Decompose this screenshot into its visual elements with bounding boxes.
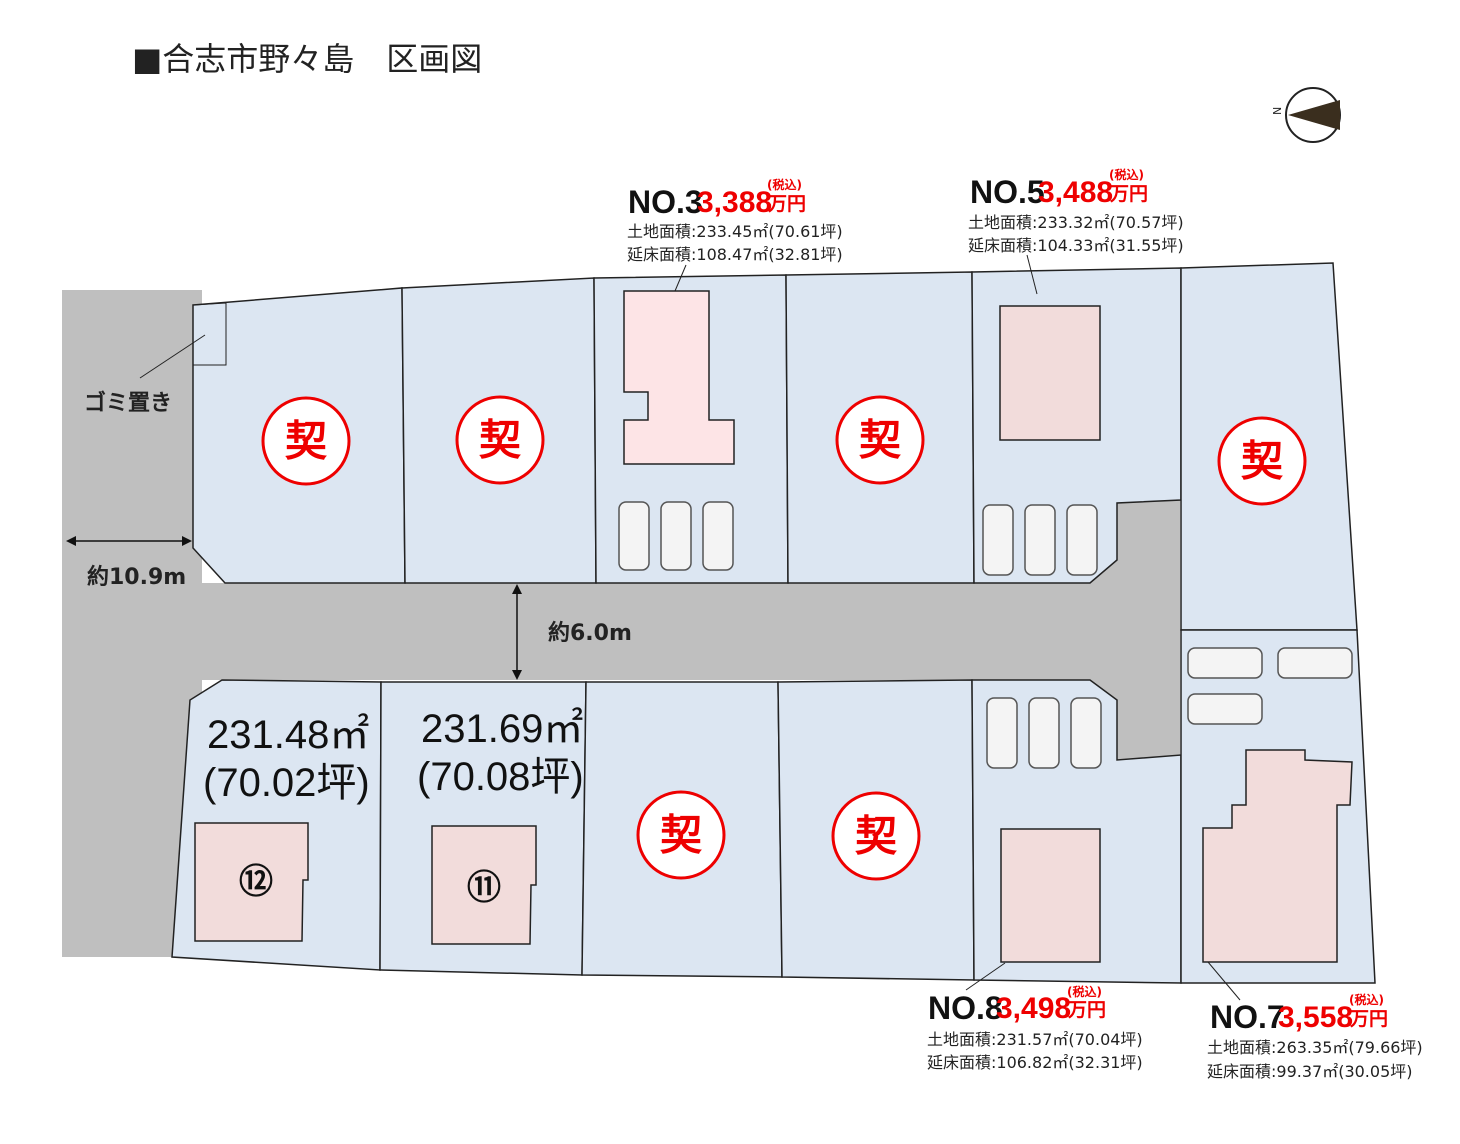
svg-text:(税込): (税込) [1109, 167, 1144, 182]
contract-mark: 契 [831, 791, 921, 881]
lot-11-tsubo: (70.08坪) [417, 755, 584, 799]
contract-mark: 契 [455, 395, 545, 485]
svg-text:NO.7: NO.7 [1210, 999, 1285, 1035]
garbage-leader [139, 334, 206, 379]
svg-text:契: 契 [1241, 437, 1283, 486]
listing-no5: NO.5 3,488 万円 (税込) 土地面積:233.32㎡(70.57坪) … [968, 167, 1184, 255]
svg-text:土地面積:263.35㎡(79.66坪): 土地面積:263.35㎡(79.66坪) [1207, 1038, 1423, 1057]
house-no3 [623, 290, 735, 465]
svg-text:万円: 万円 [1109, 183, 1148, 205]
svg-text:NO.5: NO.5 [970, 174, 1045, 210]
compass-icon: N [1271, 87, 1341, 143]
svg-text:土地面積:233.45㎡(70.61坪): 土地面積:233.45㎡(70.61坪) [627, 222, 843, 241]
svg-text:3,498: 3,498 [996, 992, 1071, 1025]
main-road [190, 500, 1180, 760]
car-icons [618, 501, 1353, 769]
contract-mark: 契 [261, 396, 351, 486]
svg-text:土地面積:231.57㎡(70.04坪): 土地面積:231.57㎡(70.04坪) [927, 1030, 1143, 1049]
svg-text:契: 契 [660, 811, 702, 860]
svg-text:3,558: 3,558 [1278, 1001, 1353, 1034]
svg-text:契: 契 [855, 812, 897, 861]
svg-text:土地面積:233.32㎡(70.57坪): 土地面積:233.32㎡(70.57坪) [968, 213, 1184, 232]
house-no8 [1000, 828, 1101, 963]
svg-text:延床面積:106.82㎡(32.31坪): 延床面積:106.82㎡(32.31坪) [927, 1053, 1143, 1072]
left-road [62, 290, 202, 957]
svg-text:(税込): (税込) [1067, 984, 1102, 999]
house-no5 [999, 305, 1101, 441]
svg-text:3,388: 3,388 [697, 186, 772, 219]
lot-12-tsubo: (70.02坪) [203, 761, 370, 805]
svg-text:(税込): (税込) [767, 177, 802, 192]
house-no7 [1202, 749, 1353, 963]
garbage-label: ゴミ置き [84, 390, 172, 416]
svg-text:延床面積:108.47㎡(32.81坪): 延床面積:108.47㎡(32.81坪) [627, 245, 843, 264]
svg-text:(税込): (税込) [1349, 992, 1384, 1007]
listing-no7: NO.7 3,558 万円 (税込) 土地面積:263.35㎡(79.66坪) … [1207, 992, 1423, 1081]
lot-number-12: ⑫ [239, 862, 273, 902]
garbage-area [192, 302, 227, 366]
contract-mark: 契 [636, 790, 726, 880]
contract-mark: 契 [1217, 416, 1307, 506]
svg-text:契: 契 [285, 417, 327, 466]
svg-text:NO.8: NO.8 [928, 990, 1003, 1026]
left-road-width: 約10.9m [87, 564, 186, 590]
svg-text:万円: 万円 [1067, 999, 1106, 1021]
svg-text:延床面積:104.33㎡(31.55坪): 延床面積:104.33㎡(31.55坪) [968, 236, 1184, 255]
svg-text:契: 契 [859, 416, 901, 465]
house-12 [194, 822, 309, 942]
svg-text:延床面積:99.37㎡(30.05坪): 延床面積:99.37㎡(30.05坪) [1207, 1062, 1413, 1081]
lot-12-area: 231.48㎡ [207, 713, 369, 757]
compass-north-label: N [1271, 107, 1284, 115]
listing-no3: NO.3 3,388 万円 (税込) 土地面積:233.45㎡(70.61坪) … [627, 177, 843, 264]
listing-no8: NO.8 3,498 万円 (税込) 土地面積:231.57㎡(70.04坪) … [927, 984, 1143, 1072]
svg-text:万円: 万円 [1349, 1008, 1388, 1030]
svg-text:万円: 万円 [767, 193, 806, 215]
contract-mark: 契 [835, 395, 925, 485]
lot-11-area: 231.69㎡ [421, 707, 583, 751]
page-title: ■合志市野々島 区画図 [132, 40, 482, 78]
main-road-width: 約6.0m [548, 620, 632, 646]
svg-text:NO.3: NO.3 [628, 184, 703, 220]
lot-number-11: ⑪ [467, 868, 501, 908]
svg-text:3,488: 3,488 [1038, 176, 1113, 209]
svg-text:契: 契 [479, 416, 521, 465]
house-11 [431, 825, 537, 945]
